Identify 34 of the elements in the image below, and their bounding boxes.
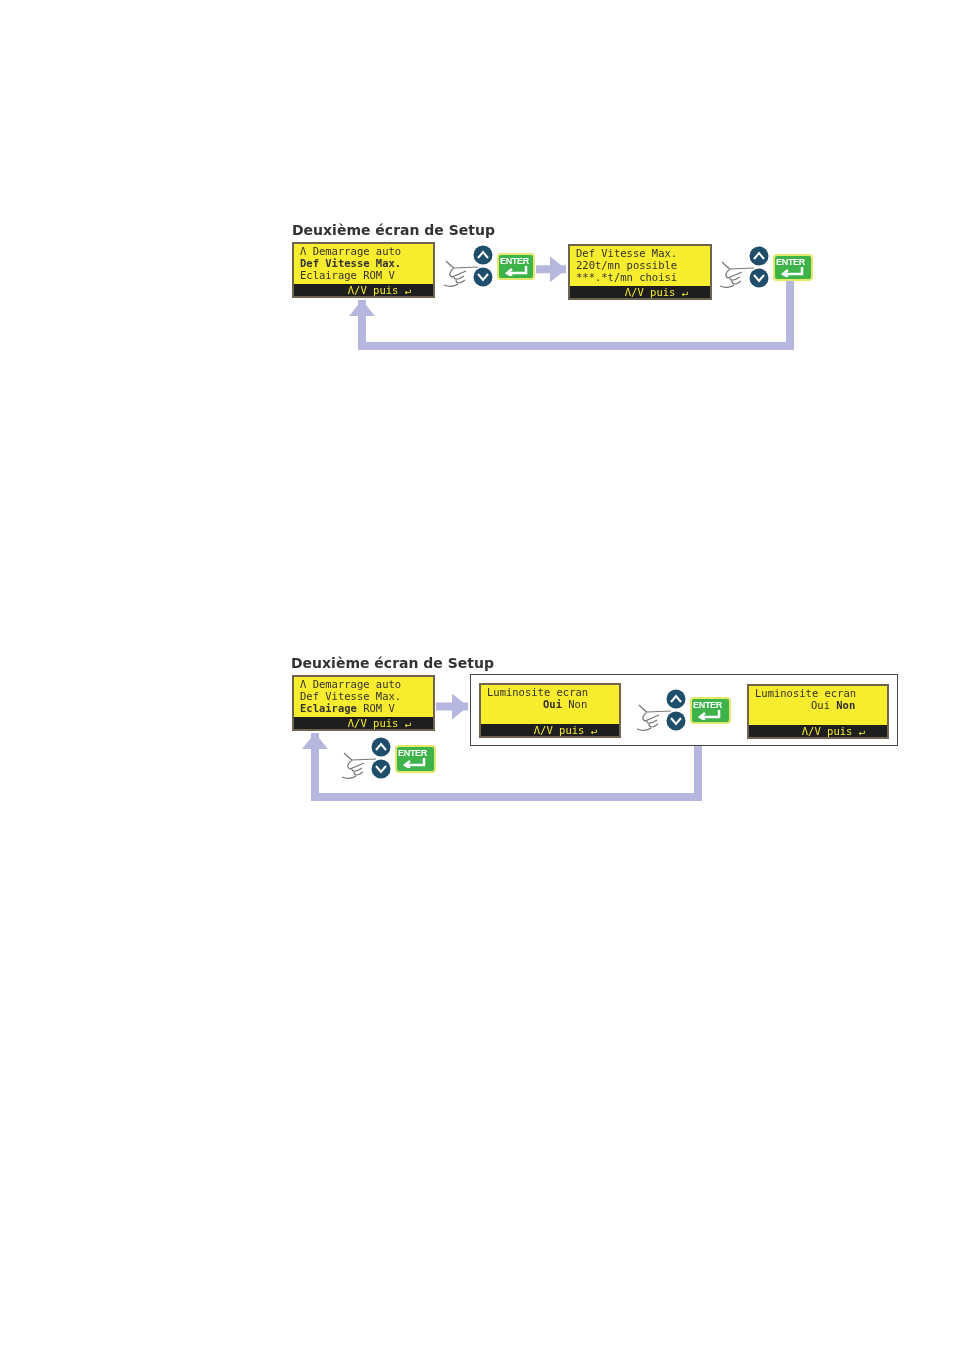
status-bar: Λ/V puis ↵ (570, 286, 710, 298)
menu-line: 220t/mn possible (575, 259, 678, 271)
menu-line: Def Vitesse Max. (299, 257, 402, 269)
arrow (536, 256, 566, 283)
lcd-screen (568, 244, 712, 300)
lcd-screen (747, 684, 889, 739)
lcd-screen (479, 683, 621, 738)
enter-key: ENTER (690, 697, 731, 724)
menu-line: Eclairage ROM V (299, 702, 395, 714)
status-bar: Λ/V puis ↵ (294, 717, 433, 729)
arrow (436, 693, 468, 720)
status-bar: Λ/V puis ↵ (481, 724, 619, 736)
status-bar: Λ/V puis ↵ (294, 284, 433, 296)
lcd-screen (292, 242, 435, 298)
section-heading: Deuxième écran de Setup (291, 655, 494, 671)
menu-line: Def Vitesse Max. (575, 247, 678, 259)
menu-line: Oui Non (810, 699, 856, 711)
enter-key: ENTER (395, 745, 436, 773)
section-heading: Deuxième écran de Setup (292, 222, 495, 238)
menu-line: Λ Demarrage auto (299, 245, 402, 257)
arrow (349, 281, 794, 350)
frame-box (470, 674, 898, 746)
menu-line: Luminosite ecran (754, 687, 857, 699)
menu-line: Luminosite ecran (486, 686, 589, 698)
enter-key: ENTER (773, 254, 813, 281)
status-bar: Λ/V puis ↵ (749, 725, 887, 737)
menu-line: ***.*t/mn choisi (575, 271, 678, 283)
lcd-screen (292, 675, 435, 731)
menu-line: Def Vitesse Max. (299, 690, 402, 702)
arrow (302, 733, 702, 801)
menu-line: Λ Demarrage auto (299, 678, 402, 690)
enter-key: ENTER (497, 253, 535, 280)
menu-line: Oui Non (542, 698, 588, 710)
menu-line: Eclairage ROM V (299, 269, 395, 281)
